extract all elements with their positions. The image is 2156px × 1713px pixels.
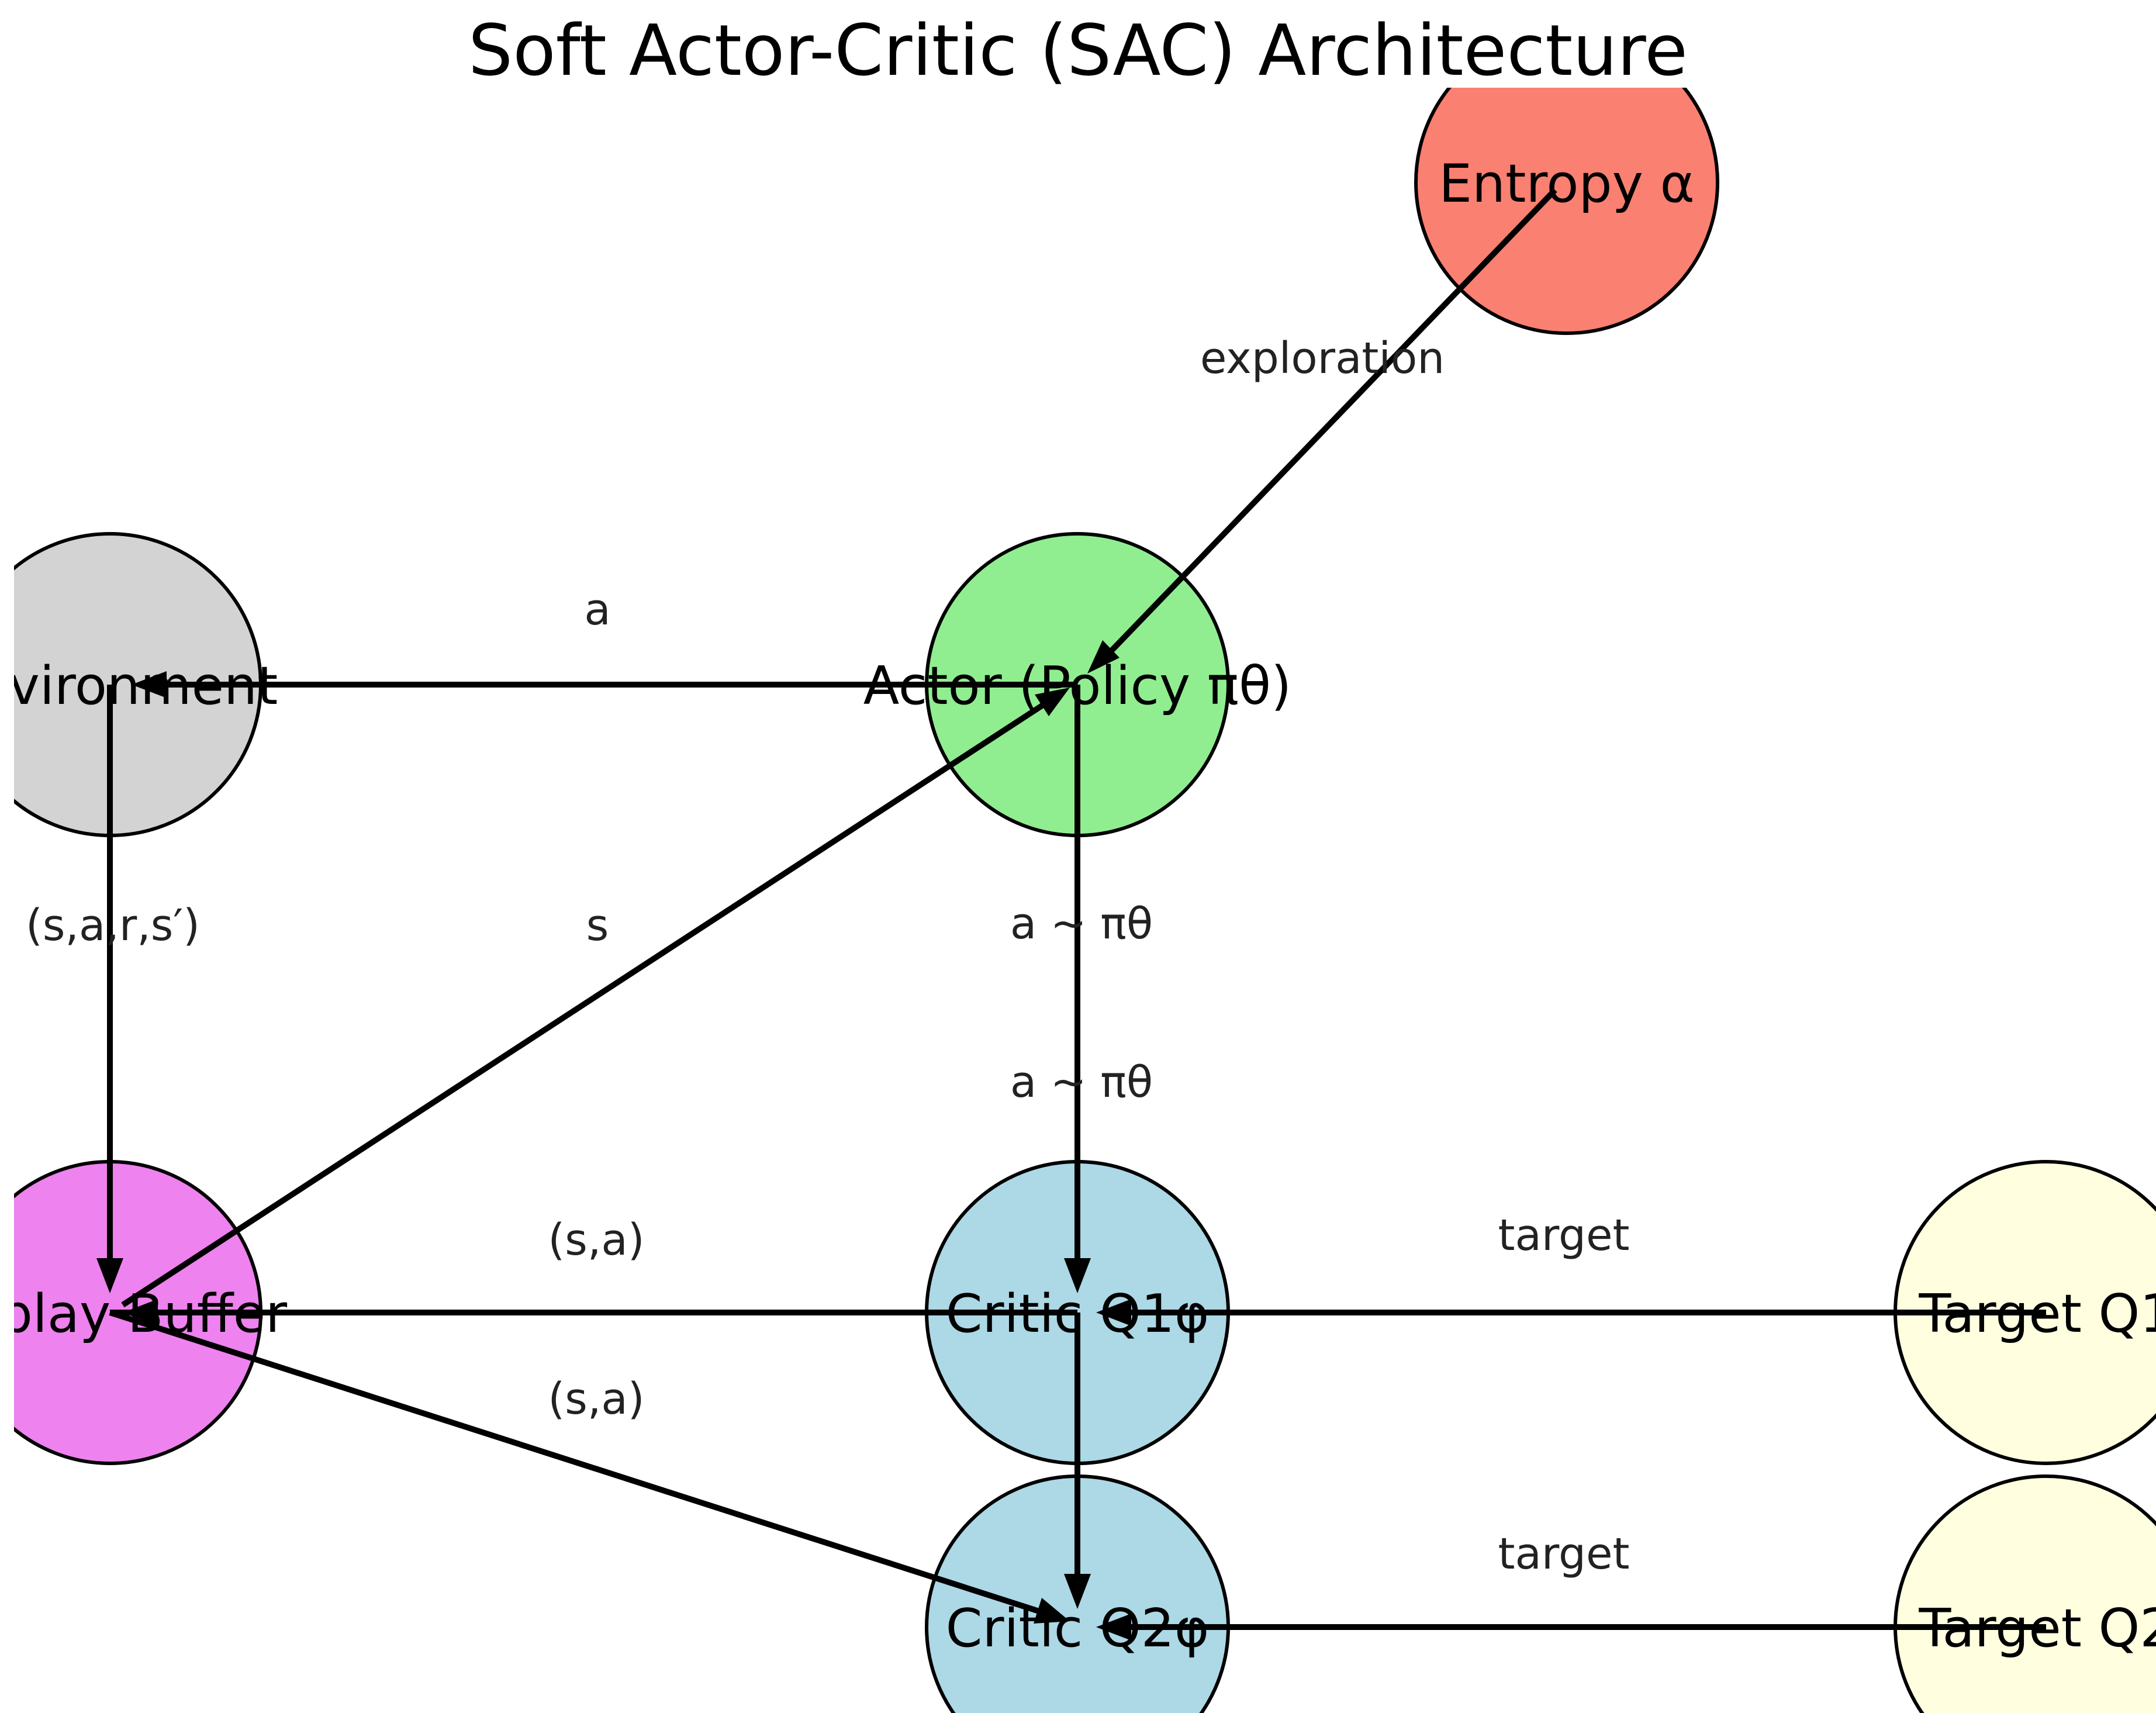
entropy-label: Entropy α <box>1439 153 1695 215</box>
arrowhead-actor-to-critic1 <box>1064 1258 1091 1293</box>
replay-buffer-label: Replay Buffer <box>0 1283 287 1345</box>
edge-entropy-to-actor <box>1097 188 1557 666</box>
arrowhead-actor-to-critic2 <box>1064 1574 1091 1609</box>
node-labels-layer: Entropy α Environment Actor (Policy πθ) … <box>0 153 2156 1659</box>
edge-labels-layer: exploration a (s,a,r,s′) s a ~ πθ a ~ πθ… <box>26 333 1630 1579</box>
edges-layer <box>96 188 2046 1641</box>
target-q2-label: Target Q2 <box>1918 1598 2156 1659</box>
arrowhead-critic1-to-replay <box>123 1299 158 1326</box>
edge-label-target-1: target <box>1498 1210 1630 1260</box>
entropy-node <box>1414 88 1719 335</box>
target-q1-label: Target Q1 <box>1918 1283 2156 1345</box>
edge-label-transition: (s,a,r,s′) <box>26 900 200 951</box>
arrowhead-target1-to-critic1 <box>1096 1299 1131 1326</box>
edge-label-policy-action-2: a ~ πθ <box>1010 1057 1153 1107</box>
edge-replay-to-actor <box>121 700 1048 1308</box>
edge-label-exploration: exploration <box>1200 333 1445 384</box>
critic-q2-label: Critic Q2φ <box>946 1598 1210 1659</box>
arrowhead-target2-to-critic2 <box>1096 1614 1131 1641</box>
arrowhead-replay-to-actor <box>1035 688 1070 716</box>
edge-label-state: s <box>586 900 609 951</box>
diagram-title: Soft Actor-Critic (SAC) Architecture <box>468 11 1688 92</box>
actor-label: Actor (Policy πθ) <box>863 655 1291 717</box>
environment-label: Environment <box>0 655 278 717</box>
edge-label-action: a <box>584 585 610 635</box>
arrowhead-entropy-to-actor <box>1087 640 1120 674</box>
arrowhead-actor-to-environment <box>132 671 167 698</box>
edge-replay-to-critic2 <box>109 1310 1048 1617</box>
target-q2-node <box>1894 1474 2156 1713</box>
arrowhead-environment-to-replay <box>96 1258 123 1293</box>
edge-label-state-action-2: (s,a) <box>548 1374 644 1424</box>
critic-q1-label: Critic Q1φ <box>946 1283 1210 1345</box>
arrowhead-replay-to-critic2 <box>1034 1598 1070 1624</box>
edge-label-state-action-1: (s,a) <box>548 1215 644 1265</box>
edge-label-target-2: target <box>1498 1529 1630 1579</box>
edge-label-policy-action-1: a ~ πθ <box>1010 899 1153 949</box>
